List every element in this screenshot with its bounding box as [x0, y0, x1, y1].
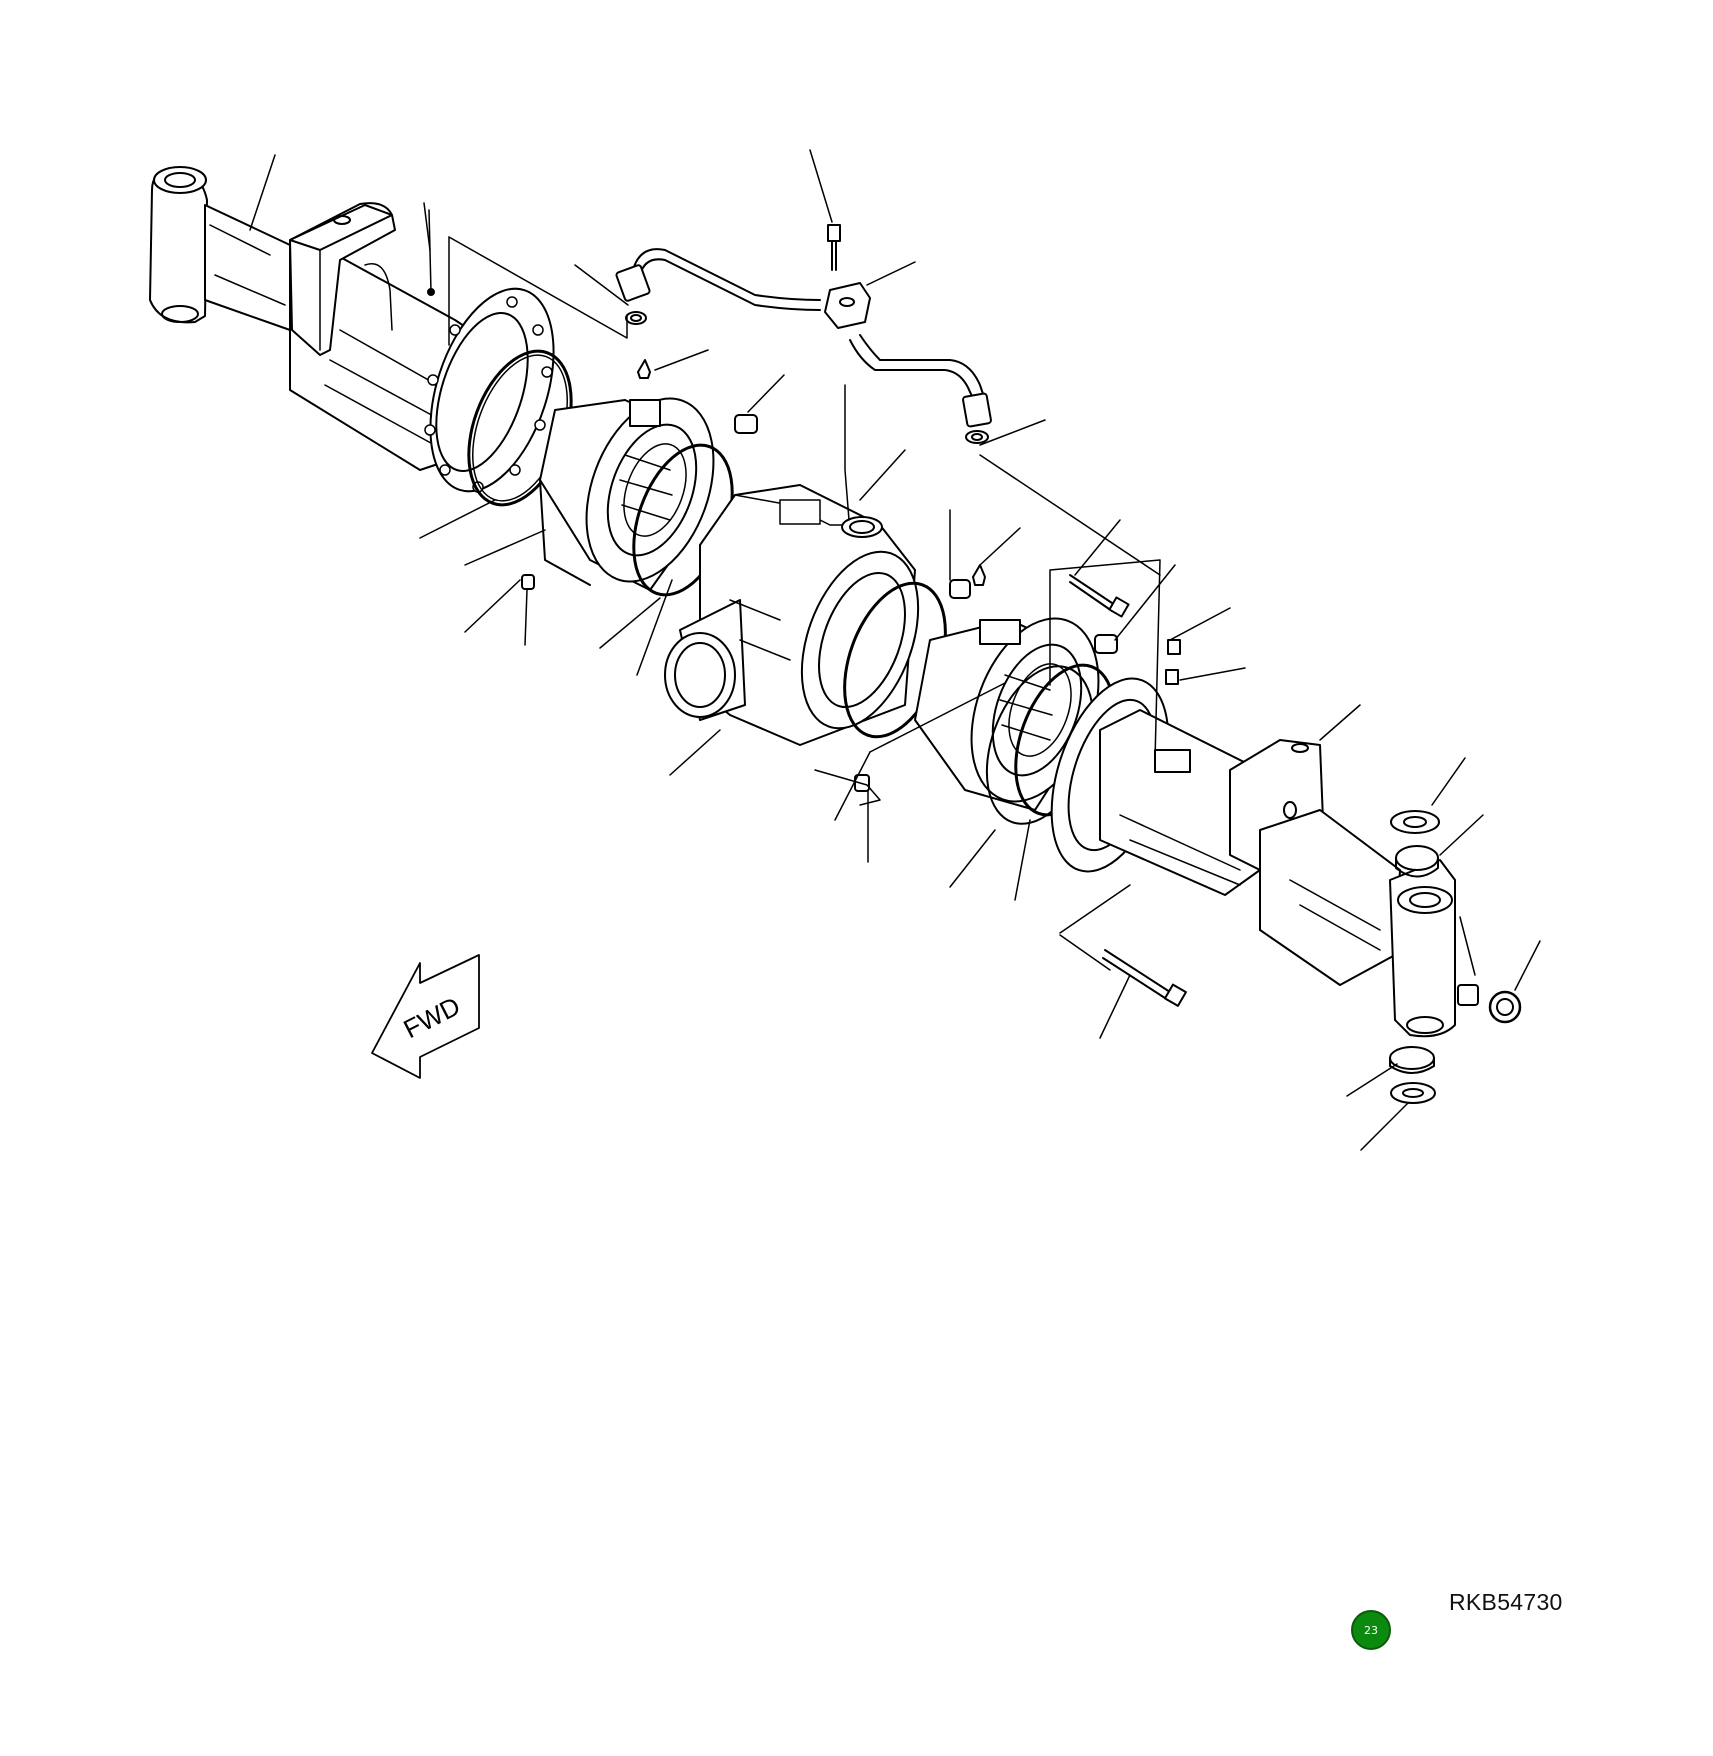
breather-plug: [637, 359, 986, 586]
tee-fitting: [824, 282, 871, 329]
washer: [965, 430, 989, 444]
bushing: [1389, 845, 1479, 1074]
thrust-washer: [1390, 810, 1440, 1104]
page-number: 23: [1364, 1623, 1378, 1637]
washer: [625, 311, 647, 325]
reference-code: RKB54730: [1449, 1589, 1563, 1615]
differential-carrier: [664, 484, 920, 746]
brake-tube-assembly: [615, 248, 992, 428]
bolt: [1069, 574, 1187, 1007]
leader-lines: [419, 236, 1541, 1151]
fwd-direction-arrow: FWD: [371, 954, 480, 1079]
cap-plug: [521, 414, 1118, 792]
seal: [1488, 990, 1522, 1024]
bolt: [827, 224, 841, 271]
left-axle-housing: [149, 166, 555, 493]
right-axle-housing: [1050, 677, 1456, 1038]
left-brake-housing: [539, 397, 715, 591]
page-number-badge[interactable]: 23: [1351, 1610, 1391, 1650]
